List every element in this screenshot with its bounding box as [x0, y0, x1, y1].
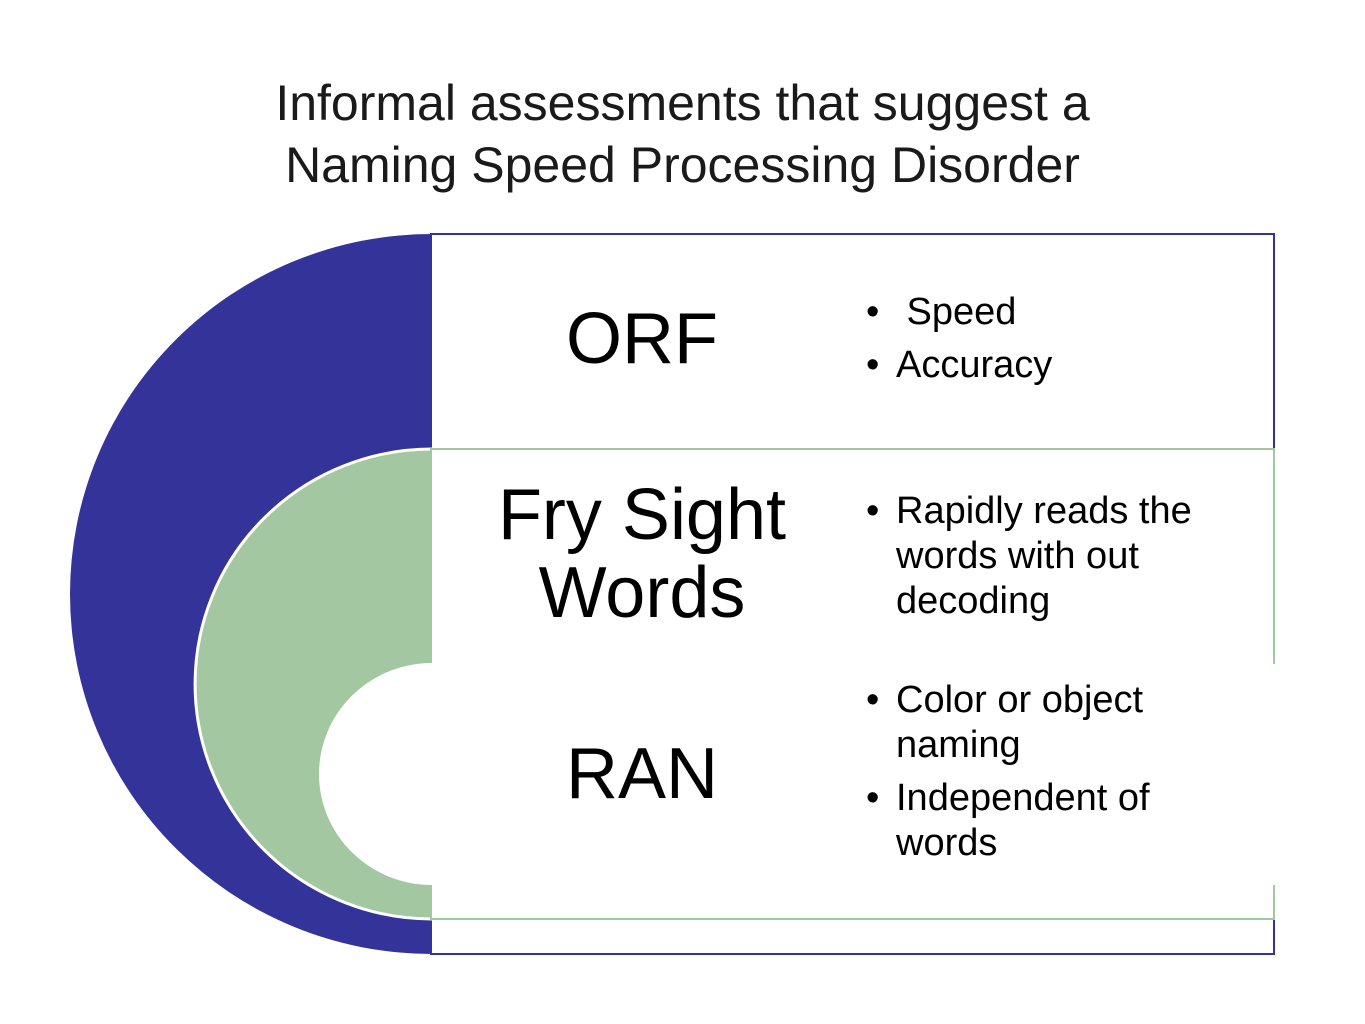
title-line-2: Naming Speed Processing Disorder [285, 137, 1080, 193]
ran-bullet-color-naming: Color or object naming [866, 678, 1256, 768]
ran-bullet-independent: Independent of words [866, 776, 1256, 866]
fry-bullets: Rapidly reads the words with out decodin… [866, 489, 1256, 632]
slide-title: Informal assessments that suggest a Nami… [0, 72, 1365, 196]
ran-label: RAN [565, 734, 718, 814]
fry-sight-words-label: Fry Sight Words [497, 475, 787, 633]
title-line-1: Informal assessments that suggest a [275, 75, 1090, 131]
orf-label: ORF [566, 299, 718, 379]
orf-bullet-speed: Speed [866, 290, 1256, 335]
orf-bullet-accuracy: Accuracy [866, 343, 1256, 388]
fry-bullet-rapidly-reads: Rapidly reads the words with out decodin… [866, 489, 1256, 624]
orf-bullets: Speed Accuracy [866, 290, 1256, 396]
ran-bullets: Color or object naming Independent of wo… [866, 678, 1256, 874]
inner-arc [319, 662, 433, 886]
